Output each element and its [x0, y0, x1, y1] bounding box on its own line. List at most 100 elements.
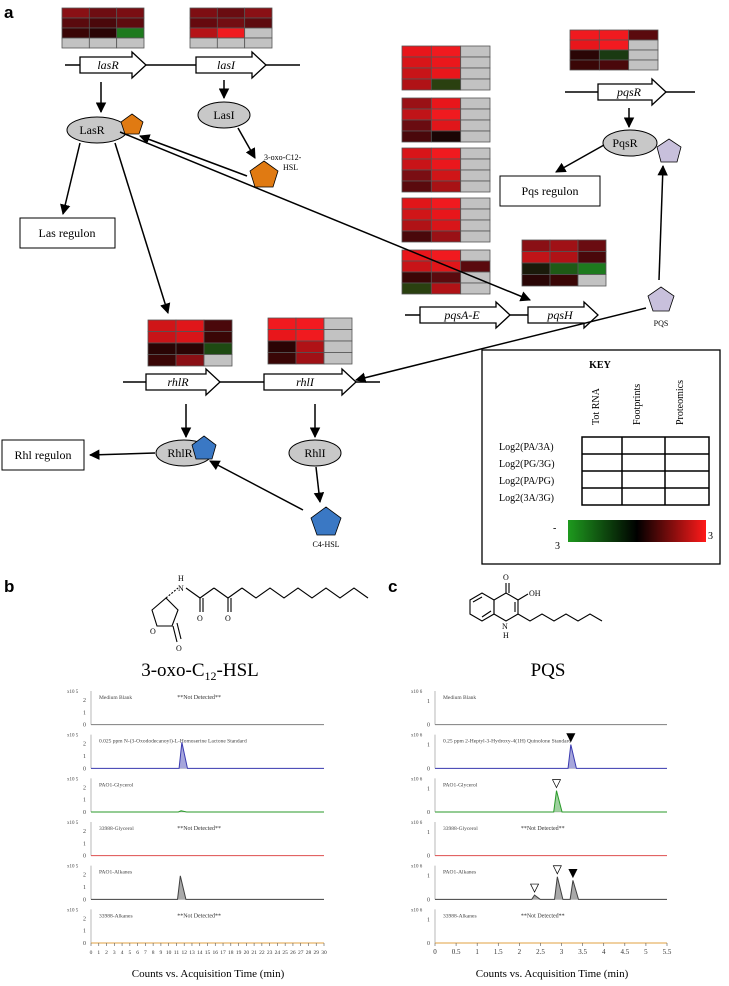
y-tick-label: 2: [83, 742, 86, 748]
y-tick-label: 1: [83, 929, 86, 935]
oxo-hsl-label-2: HSL: [283, 163, 298, 172]
y-tick-label: 1: [83, 710, 86, 716]
y-exponent-label: x10 6: [411, 908, 423, 913]
x-tick-label: 12: [181, 950, 187, 956]
x-tick-label: 29: [313, 950, 319, 956]
svg-text:rhlR: rhlR: [167, 375, 189, 389]
heatmap-cell: [430, 97, 462, 110]
pqs-o: O: [503, 573, 509, 582]
trace-note: **Not Detected**: [177, 826, 221, 832]
c4-hsl-pentagon: [310, 506, 342, 536]
heatmap-cell: [401, 130, 432, 143]
heatmap-cell: [216, 27, 246, 39]
peak-marker: [566, 733, 576, 743]
oxo-hsl-label-1: 3-oxo-C12-: [264, 153, 302, 162]
x-tick-label: 3.5: [578, 948, 587, 956]
heatmap-cell: [628, 49, 659, 61]
svg-text:pqsA-E: pqsA-E: [443, 308, 480, 322]
x-tick-label: 10: [166, 950, 172, 956]
heatmap-cell: [460, 45, 491, 58]
heatmap-cell: [430, 169, 462, 182]
heatmap-cell: [577, 239, 607, 252]
x-tick-label: 1.5: [494, 948, 503, 956]
y-tick-label: 2: [83, 829, 86, 835]
heatmap-cell: [189, 17, 218, 29]
trace-label: 33988-Alkanes: [99, 913, 133, 919]
heatmap-cell: [147, 354, 177, 367]
trace-note: **Not Detected**: [177, 913, 221, 919]
heatmap-cell: [189, 7, 218, 19]
x-tick-label: 16: [213, 950, 219, 956]
heatmap-cell: [430, 56, 462, 69]
heatmap-cell: [549, 239, 579, 252]
svg-text:LasR: LasR: [79, 123, 104, 137]
y-tick-label: 0: [427, 766, 430, 772]
heatmap-cell: [598, 29, 630, 41]
key-row-3: Log2(PA/PG): [499, 476, 554, 487]
heatmap-cell: [203, 319, 233, 332]
y-tick-label: 1: [83, 798, 86, 804]
heatmap-cell: [430, 108, 462, 121]
heatmap-pqsABCDE_1: [401, 45, 491, 91]
panel-label-a: a: [4, 3, 14, 22]
trace-label: PAO1-Alkanes: [99, 870, 132, 876]
heatmap-cell: [147, 331, 177, 344]
heatmap-cell: [323, 317, 353, 330]
heatmap-cell: [430, 271, 462, 284]
heatmap-cell: [430, 147, 462, 160]
heatmap-cell: [401, 249, 432, 262]
rhlr-bound-pentagon: [191, 435, 217, 460]
heatmap-cell: [401, 271, 432, 284]
heatmap-cell: [323, 329, 353, 342]
heatmap-cell: [401, 197, 432, 210]
y-tick-label: 1: [427, 917, 430, 923]
chart-title-hsl: 3-oxo-C12-HSL: [141, 660, 259, 683]
y-exponent-label: x10 5: [67, 734, 79, 739]
y-tick-label: 0: [83, 897, 86, 903]
heatmap-cell: [116, 37, 145, 49]
x-tick-label: 4.5: [620, 948, 629, 956]
y-tick-label: 1: [427, 830, 430, 836]
y-tick-label: 0: [427, 941, 430, 947]
protein-PqsR: PqsR: [602, 129, 658, 157]
x-tick-label: 1: [97, 950, 100, 956]
heatmap-cell: [628, 39, 659, 51]
trace-label: Medium Blank: [443, 695, 476, 701]
trace-line: [91, 875, 324, 900]
x-tick-label: 0: [90, 950, 93, 956]
heatmap-cell: [244, 17, 273, 29]
peak-marker: [552, 865, 562, 875]
x-tick-label: 0: [433, 948, 437, 956]
heatmap-cell: [295, 352, 325, 365]
heatmap-cell: [549, 251, 579, 264]
xlabel-hsl: Counts vs. Acquisition Time (min): [132, 968, 285, 980]
trace-label: 0.25 ppm 2-Heptyl-3-Hydroxy-4(1H) Quinol…: [443, 738, 571, 745]
peak-marker: [529, 883, 540, 893]
heatmap-cell: [216, 7, 246, 19]
heatmap-cell: [549, 274, 579, 287]
heatmap-cell: [401, 180, 432, 193]
heatmap-pqsABCDE_5: [401, 249, 491, 295]
svg-text:Pqs regulon: Pqs regulon: [522, 184, 579, 198]
heatmap-cell: [88, 7, 118, 19]
x-tick-label: 3: [560, 948, 564, 956]
trace-note: **Not Detected**: [177, 695, 221, 701]
trace-label: PAO1-Glycerol: [443, 782, 478, 788]
heatmap-cell: [61, 17, 90, 29]
pqsr-bound-pentagon: [656, 138, 682, 163]
trace-label: 33988-Glycerol: [99, 826, 134, 832]
gene-pqsR: pqsR: [597, 77, 667, 107]
y-tick-label: 2: [83, 916, 86, 922]
y-exponent-label: x10 6: [411, 734, 423, 739]
heatmap-cell: [628, 29, 659, 41]
x-tick-label: 14: [197, 950, 203, 956]
pqs-structure-labels: O OH N H: [502, 573, 541, 640]
heatmap-cell: [175, 331, 205, 344]
heatmap-cell: [430, 208, 462, 221]
x-tick-label: 3: [113, 950, 116, 956]
heatmap-cell: [430, 45, 462, 58]
